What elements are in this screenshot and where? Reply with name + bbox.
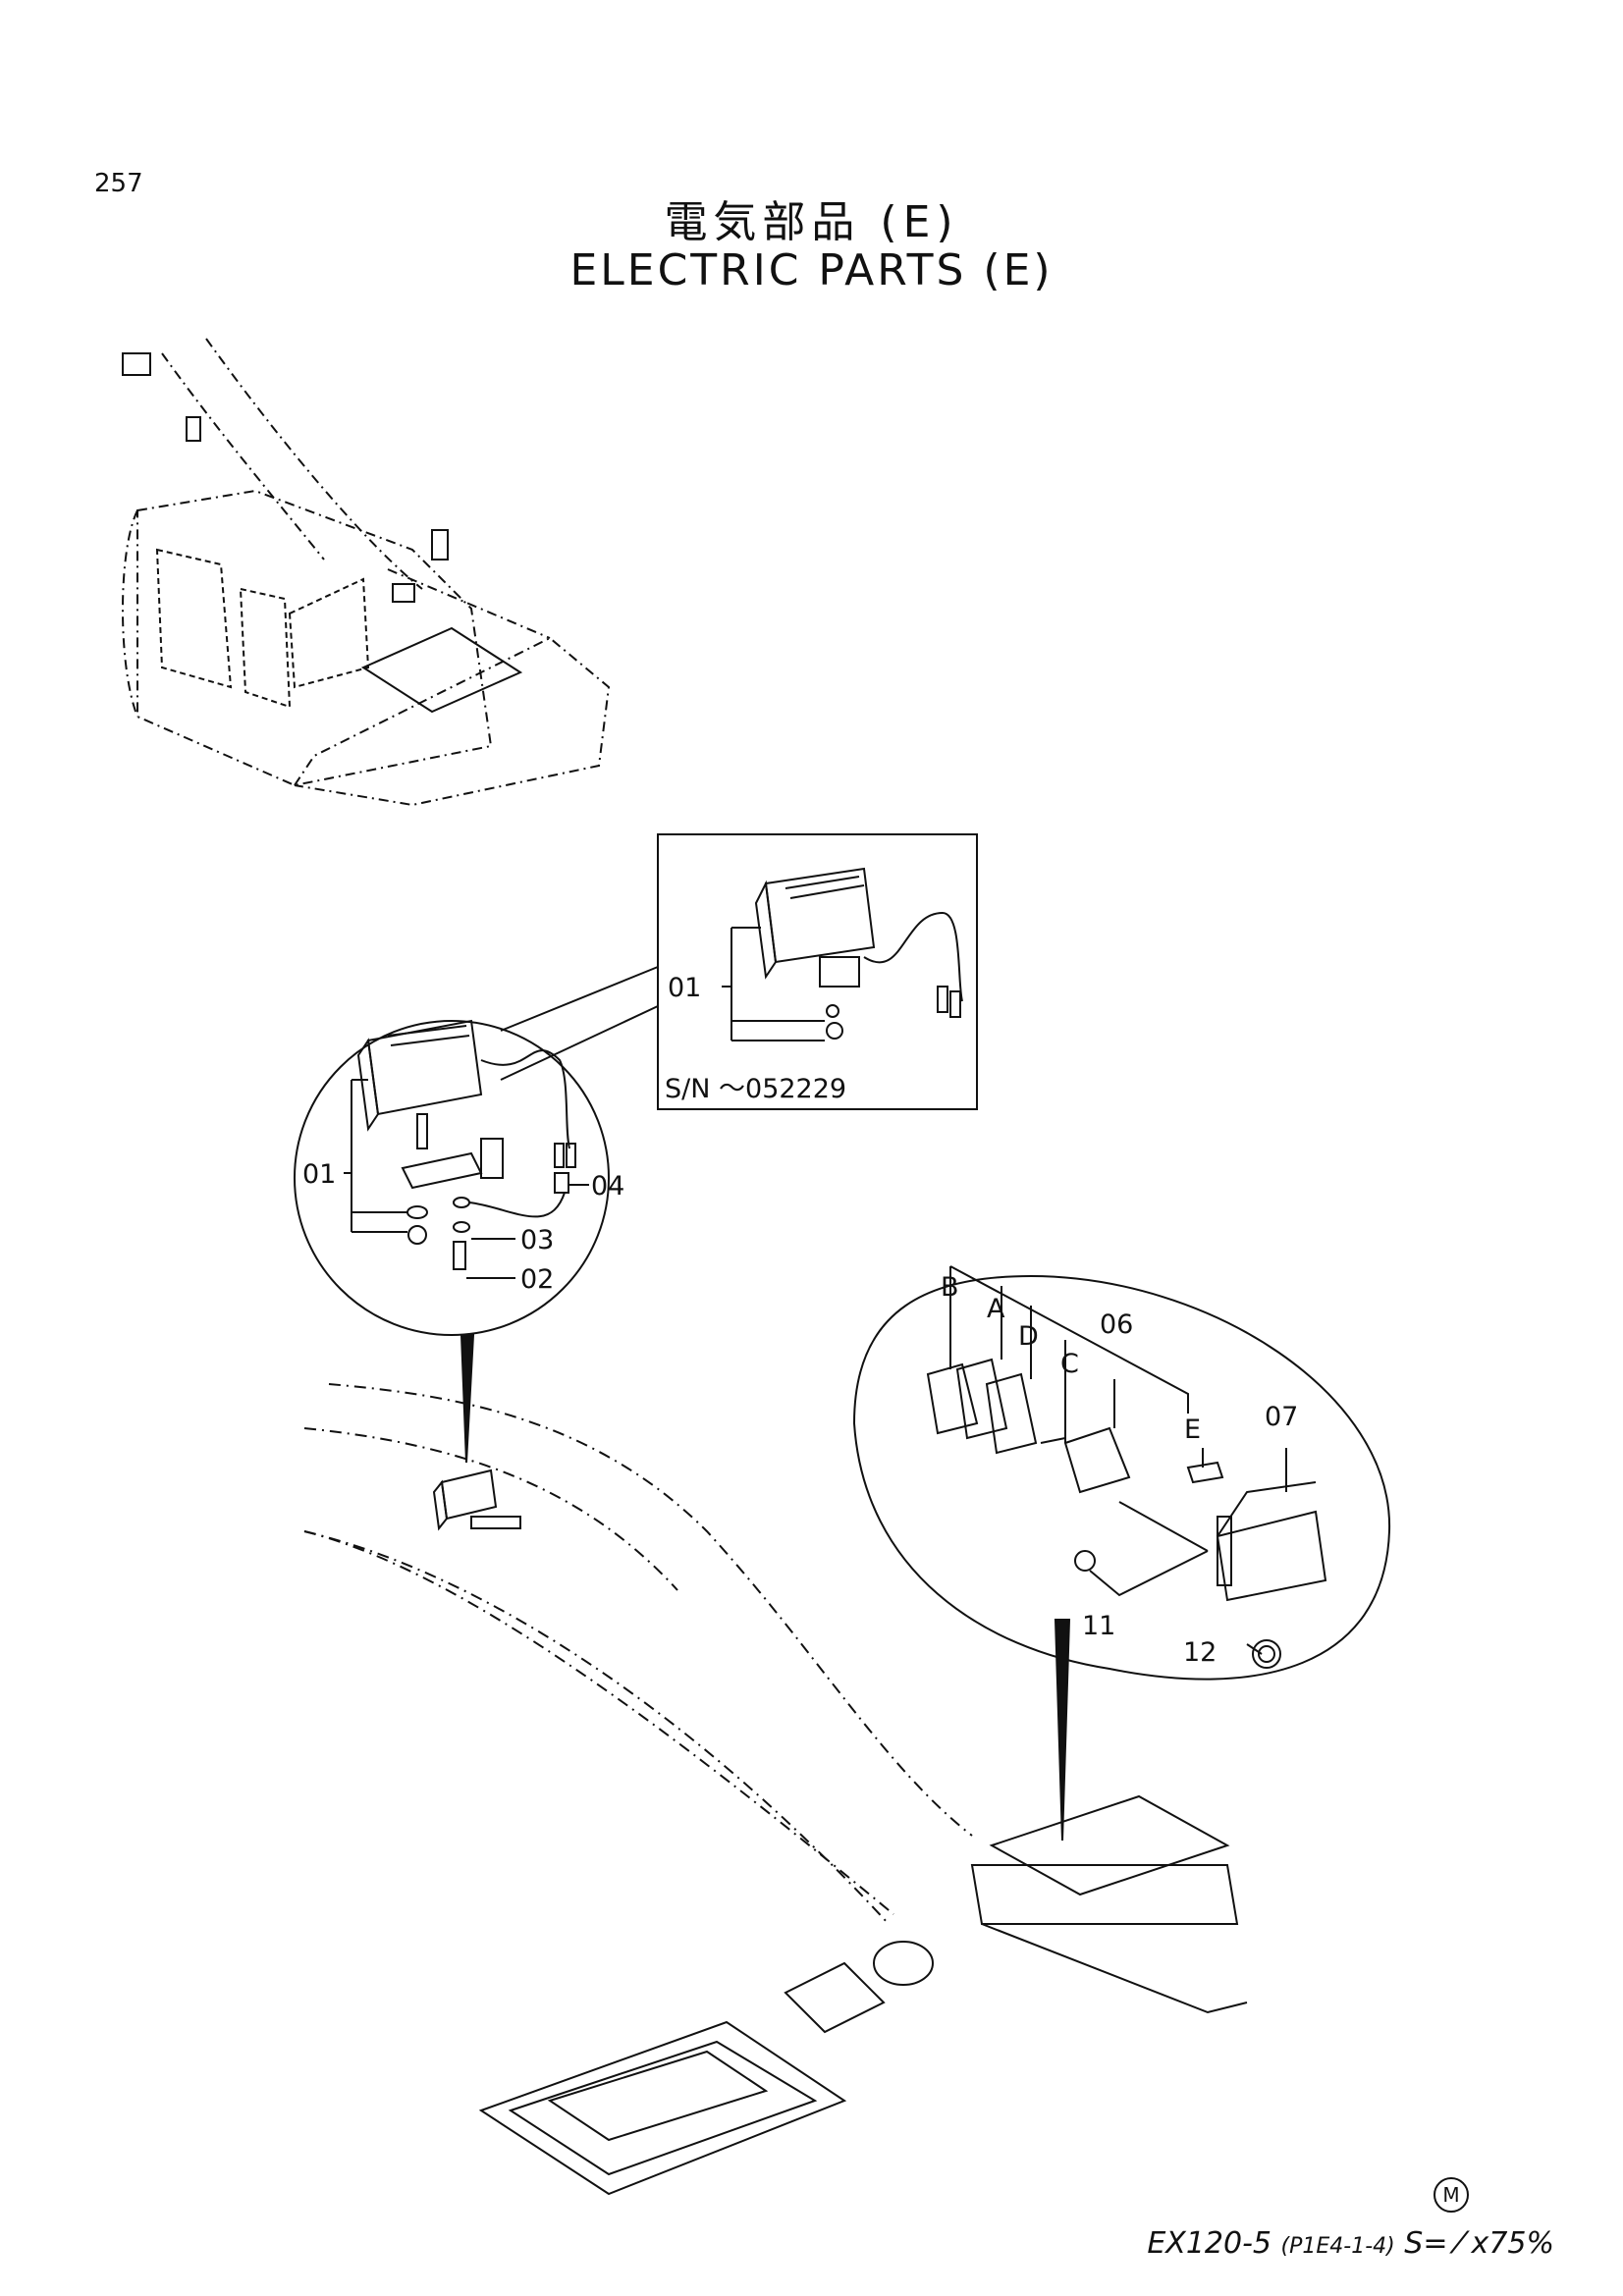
right-label-B: B [941,1272,959,1303]
right-label-C: C [1060,1349,1079,1379]
left-work-light [356,1019,576,1270]
inset-frame [657,833,978,1110]
excavator-cab-windows [155,548,370,709]
right-label-07: 07 [1265,1402,1298,1432]
right-label-06: 06 [1100,1309,1133,1340]
right-detail-parts [926,1358,1327,1669]
left-pointer [460,1334,475,1464]
left-label-04: 04 [591,1171,624,1201]
footer-model-info: EX120-5 (P1E4-1-4) S= ⁄ x75% [1147,2226,1554,2261]
right-label-A: A [987,1294,1005,1324]
page-number: 257 [94,169,143,198]
left-detail-circle [294,1020,610,1336]
right-pointer [1054,1619,1071,1842]
inset-label-01: 01 [668,973,701,1003]
right-label-D: D [1018,1321,1039,1352]
inset-connector [500,966,659,1081]
left-label-03: 03 [520,1225,554,1255]
right-label-11: 11 [1082,1611,1115,1641]
excavator-overview [122,338,611,807]
page-title-english: ELECTRIC PARTS (E) [569,245,1054,295]
left-label-02: 02 [520,1264,554,1295]
footer-scale: S= ⁄ x75% [1404,2226,1554,2261]
m-mark: M [1434,2177,1469,2213]
footer-code: (P1E4-1-4) [1280,2234,1395,2259]
page-title-japanese: 電気部品 (E) [664,197,959,247]
left-label-01: 01 [302,1159,336,1190]
vehicle-work-light [432,1468,521,1531]
right-label-12: 12 [1183,1637,1217,1668]
footer-model: EX120-5 [1147,2226,1271,2261]
vehicle-outline [303,1383,973,1925]
right-leader-lines [949,1265,1287,1655]
inset-work-light [754,867,963,1040]
right-label-E: E [1184,1415,1201,1445]
vehicle-lower-frame [478,1794,1248,2196]
inset-leader-01 [722,927,825,1041]
inset-serial-note: S/N ～052229 [665,1074,846,1104]
cab-roof-panel [122,352,523,714]
right-detail-outline [852,1274,1391,1681]
left-leader-lines [344,1079,589,1279]
